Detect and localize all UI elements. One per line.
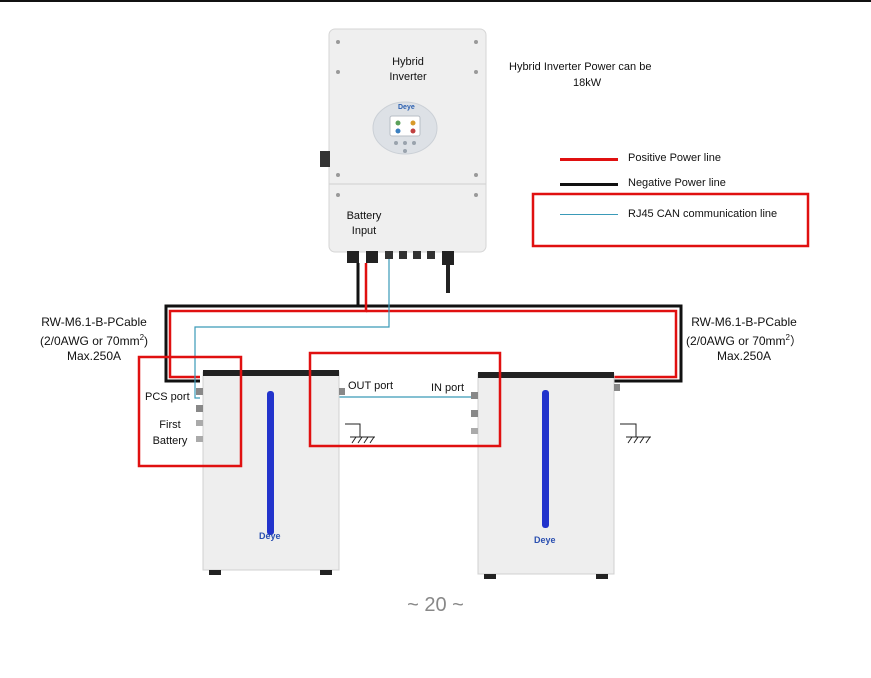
second-battery <box>471 372 620 579</box>
battery1-brand-logo: Deye <box>259 531 281 541</box>
first-battery-line1: First <box>159 419 181 431</box>
cable-right-spec-prefix: (2/0AWG or 70mm <box>685 334 786 348</box>
first-battery <box>196 370 345 575</box>
cable-left-spec: (2/0AWG or 70mm2) <box>30 330 158 349</box>
battery-input-line1: Battery <box>346 210 382 222</box>
ground-icon <box>345 423 375 444</box>
inverter-title-line1: Hybrid <box>392 56 424 68</box>
in-port-label: IN port <box>431 382 465 394</box>
cable-left-spec-prefix: (2/0AWG or 70mm <box>39 334 140 348</box>
ground-icon <box>620 423 651 444</box>
inverter-title-line2: Inverter <box>389 71 427 83</box>
battery2-brand-logo: Deye <box>534 535 556 545</box>
can-communication-line <box>194 259 475 399</box>
cable-right-spec-sup: 2 <box>785 333 790 342</box>
cable-right-spec-suffix: ） <box>790 334 803 348</box>
inverter-title: Hybrid Inverter <box>380 55 436 85</box>
legend-positive-swatch <box>560 158 618 161</box>
legend-negative-label: Negative Power line <box>628 177 726 189</box>
legend-positive-label: Positive Power line <box>628 152 721 164</box>
legend-can-label: RJ45 CAN communication line <box>628 208 778 220</box>
legend-negative-swatch <box>560 183 618 186</box>
power-note-line1: Hybrid Inverter Power can be <box>509 61 652 73</box>
legend-can-swatch <box>560 214 618 215</box>
cable-left-name: RW-M6.1-B-PCable <box>41 315 147 329</box>
cable-right-spec: (2/0AWG or 70mm2） <box>678 330 810 349</box>
highlight-boxes <box>137 192 810 468</box>
negative-power-line <box>164 263 683 383</box>
pcs-port-label: PCS port <box>145 391 190 403</box>
cable-left-max: Max.250A <box>66 349 122 363</box>
cable-left-spec-sup: 2 <box>139 333 145 342</box>
page-number: ~ 20 ~ <box>407 594 464 616</box>
cable-left-spec-suffix: ) <box>144 334 149 348</box>
cable-right-name: RW-M6.1-B-PCable <box>691 315 797 329</box>
battery-input-label: Battery Input <box>336 209 392 239</box>
cable-left-label: RW-M6.1-B-PCable (2/0AWG or 70mm2) Max.2… <box>30 315 158 364</box>
power-note-line2: 18kW <box>573 77 602 89</box>
top-rule <box>0 0 871 2</box>
first-battery-line2: Battery <box>152 435 188 447</box>
battery-input-line2: Input <box>351 225 377 237</box>
hybrid-inverter <box>320 28 487 293</box>
cable-right-max: Max.250A <box>716 349 772 363</box>
positive-power-line <box>168 263 678 379</box>
inverter-brand-logo: Deye <box>398 104 415 111</box>
cable-right-label: RW-M6.1-B-PCable (2/0AWG or 70mm2） Max.2… <box>678 315 810 364</box>
first-battery-label: First Battery <box>142 417 198 449</box>
out-port-label: OUT port <box>348 380 394 392</box>
